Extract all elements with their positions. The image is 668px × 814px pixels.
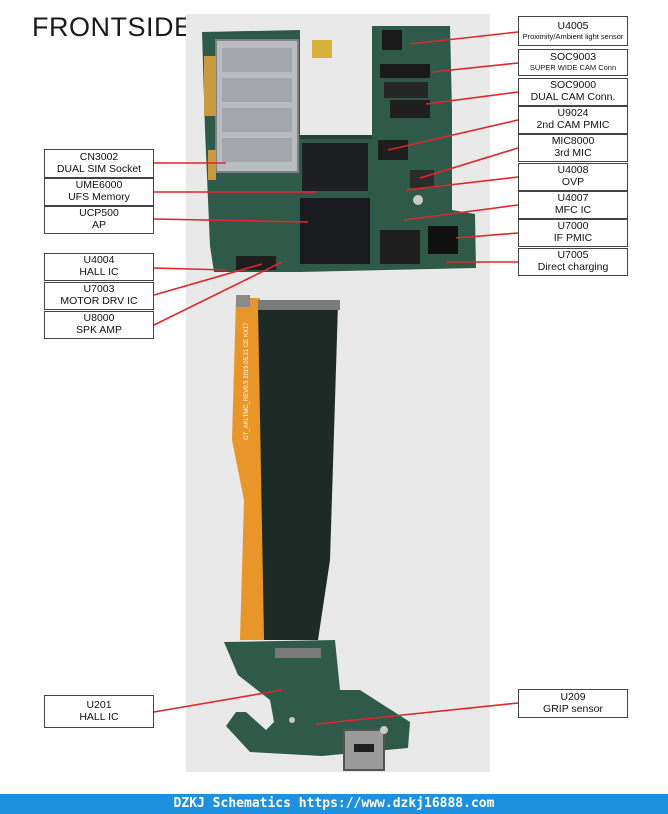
label-u4008: U4008 OVP [518, 163, 628, 191]
label-u209-desc: GRIP sensor [543, 702, 603, 715]
label-mic8000-desc: 3rd MIC [554, 147, 592, 159]
label-u7000: U7000 IF PMIC [518, 219, 628, 247]
label-u9024: U9024 2nd CAM PMIC [518, 106, 628, 134]
label-u8000-desc: SPK AMP [75, 324, 123, 336]
label-u4005-part: U4005 [557, 19, 589, 32]
label-u4004: U4004 HALL IC [44, 253, 154, 281]
label-ume6000: UME6000 UFS Memory [44, 178, 154, 206]
label-u4007-part: U4007 [557, 192, 589, 205]
label-u4008-desc: OVP [561, 176, 585, 188]
label-ume6000-part: UME6000 [75, 179, 123, 192]
label-soc9003-part: SOC9003 [549, 51, 597, 64]
label-u4004-desc: HALL IC [79, 266, 119, 278]
label-ucp500: UCP500 AP [44, 206, 154, 234]
label-u9024-part: U9024 [557, 107, 589, 120]
label-u209-part: U209 [560, 690, 586, 703]
leader-lines [153, 31, 519, 725]
label-u7003-desc: MOTOR DRV IC [60, 295, 138, 307]
label-u201: U201 HALL IC [44, 695, 154, 728]
label-u7000-part: U7000 [557, 220, 589, 233]
ufs-chip [302, 143, 368, 191]
label-cn3002: CN3002 DUAL SIM Socket [44, 149, 154, 178]
label-u4004-part: U4004 [83, 254, 115, 267]
label-cn3002-desc: DUAL SIM Socket [56, 162, 142, 175]
sub-pcb [224, 640, 410, 771]
label-u7005-part: U7005 [557, 249, 589, 262]
label-u209: U209 GRIP sensor [518, 689, 628, 718]
label-u4007-desc: MFC IC [554, 204, 592, 216]
label-ucp500-part: UCP500 [79, 207, 119, 220]
label-cn3002-part: CN3002 [79, 150, 119, 163]
flex-print: GT_AKLTMC_REV0.5 2019.05.21 CE KX17 [244, 322, 250, 440]
main-pcb [202, 26, 476, 272]
label-soc9003-desc: SUPER WIDE CAM Conn [529, 63, 617, 73]
label-u201-part: U201 [86, 698, 112, 711]
label-u7005-desc: Direct charging [537, 261, 609, 273]
label-u9024-desc: 2nd CAM PMIC [536, 119, 610, 131]
label-mic8000-part: MIC8000 [551, 135, 595, 148]
label-u4008-part: U4008 [557, 164, 589, 177]
label-u8000-part: U8000 [83, 312, 115, 325]
label-soc9000: SOC9000 DUAL CAM Conn. [518, 78, 628, 106]
label-u7000-desc: IF PMIC [553, 232, 593, 244]
label-ume6000-desc: UFS Memory [68, 191, 130, 203]
label-u201-desc: HALL IC [79, 710, 119, 723]
label-u4007: U4007 MFC IC [518, 191, 628, 219]
label-ucp500-desc: AP [91, 219, 106, 231]
label-u7003-part: U7003 [83, 283, 115, 296]
ap-chip [300, 198, 370, 264]
label-u7005: U7005 Direct charging [518, 248, 628, 276]
footer-banner: DZKJ Schematics https://www.dzkj16888.co… [0, 794, 668, 814]
page-title: FRONTSIDE [32, 12, 193, 42]
flex-cable: GT_AKLTMC_REV0.5 2019.05.21 CE KX17 [232, 295, 340, 640]
label-mic8000: MIC8000 3rd MIC [518, 134, 628, 162]
label-soc9003: SOC9003 SUPER WIDE CAM Conn [518, 49, 628, 76]
label-u7003: U7003 MOTOR DRV IC [44, 282, 154, 310]
label-soc9000-desc: DUAL CAM Conn. [530, 91, 616, 103]
label-u4005: U4005 Proximity/Ambient light sensor [518, 16, 628, 46]
label-u4005-desc: Proximity/Ambient light sensor [522, 31, 624, 41]
label-soc9000-part: SOC9000 [549, 79, 597, 92]
label-u8000: U8000 SPK AMP [44, 311, 154, 339]
